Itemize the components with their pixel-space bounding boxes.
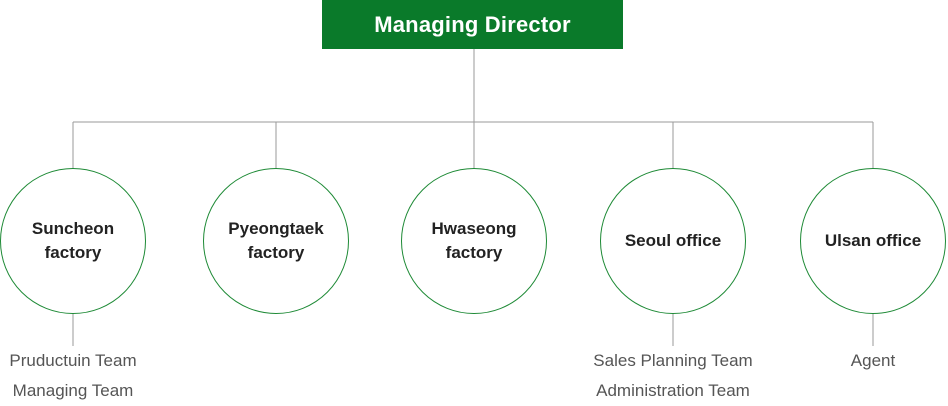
- team-item: Sales Planning Team: [593, 351, 753, 370]
- team-item: Pruductuin Team: [9, 351, 137, 370]
- team-item: Agent: [850, 351, 896, 370]
- unit-node-pyeongtaek: Pyeongtaek factory: [203, 168, 349, 314]
- unit-label-suncheon: Suncheon factory: [31, 219, 115, 262]
- unit-node-hwaseong: Hwaseong factory: [401, 168, 547, 314]
- unit-node-seoul: Seoul office: [600, 168, 746, 314]
- team-list-seoul: Sales Planning Team Administration Team: [573, 346, 773, 406]
- team-item: Administration Team: [596, 381, 750, 400]
- unit-node-ulsan: Ulsan office: [800, 168, 946, 314]
- unit-label-pyeongtaek: Pyeongtaek factory: [228, 219, 324, 262]
- unit-label-hwaseong: Hwaseong factory: [431, 219, 517, 262]
- team-item: Managing Team: [12, 381, 134, 400]
- unit-node-suncheon: Suncheon factory: [0, 168, 146, 314]
- managing-director-label: Managing Director: [374, 11, 571, 37]
- team-list-ulsan: Agent: [773, 346, 948, 376]
- team-list-suncheon: Pruductuin Team Managing Team: [0, 346, 173, 406]
- managing-director-box: Managing Director: [322, 0, 623, 49]
- unit-label-ulsan: Ulsan office: [824, 231, 922, 250]
- unit-label-seoul: Seoul office: [624, 231, 722, 250]
